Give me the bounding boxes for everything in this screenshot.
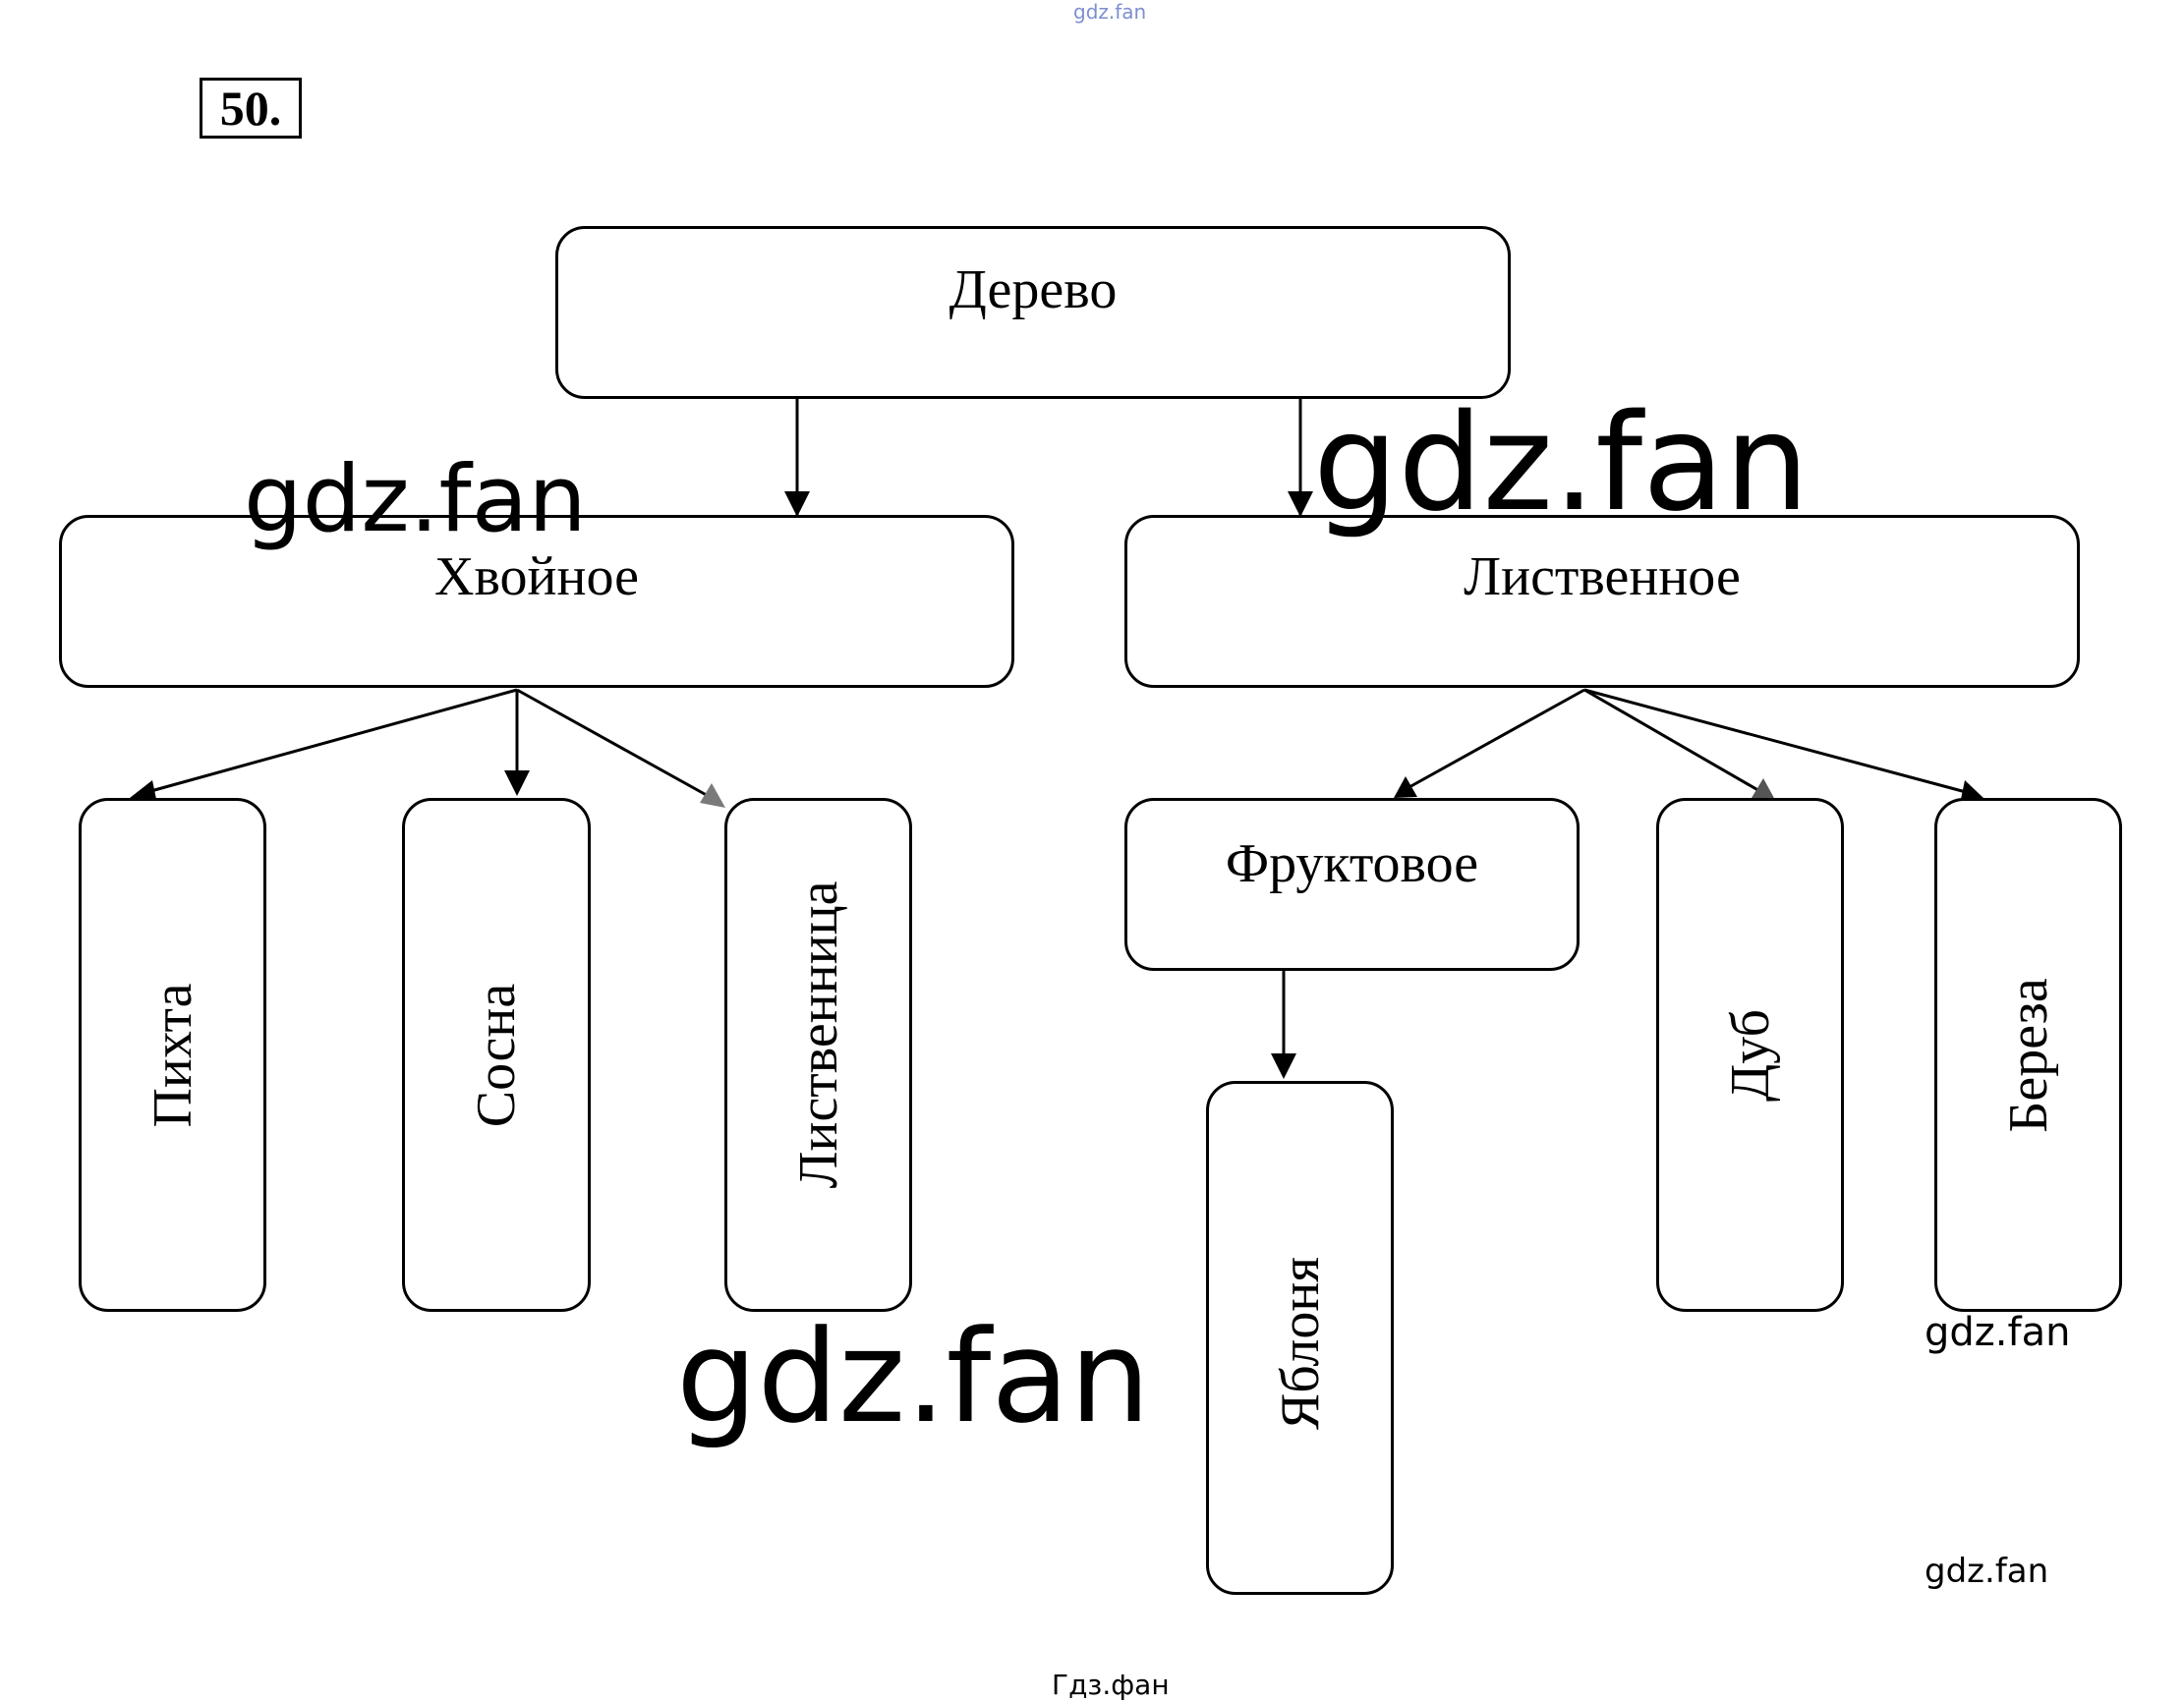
node-fir-label: Пихта — [142, 982, 203, 1128]
arrowhead-deciduous-to-fruit — [1394, 776, 1417, 798]
task-number: 50. — [200, 78, 302, 139]
arrow-deciduous-to-fruit — [1407, 688, 1585, 790]
arrow-deciduous-to-oak — [1583, 688, 1762, 794]
node-pine: Сосна — [402, 798, 591, 1312]
node-coniferous: Хвойное — [59, 515, 1014, 688]
node-fruit: Фруктовое — [1124, 798, 1580, 971]
watermark-left: gdz.fan — [244, 446, 587, 553]
node-apple: Яблоня — [1206, 1081, 1394, 1595]
node-apple-label: Яблоня — [1269, 1256, 1331, 1430]
node-coniferous-label: Хвойное — [434, 546, 639, 607]
arrowhead-fruit-to-apple — [1271, 1053, 1296, 1079]
node-oak-label: Дуб — [1719, 1008, 1781, 1102]
arrowhead-coniferous-to-larch — [700, 783, 725, 808]
watermark-small-1: gdz.fan — [1925, 1310, 2071, 1355]
arrowhead-root-to-deciduous — [1288, 491, 1313, 517]
node-root-label: Дерево — [948, 259, 1118, 320]
node-root: Дерево — [555, 226, 1511, 399]
footer-label: Гдз.фан — [1052, 1669, 1170, 1701]
node-larch-label: Лиственница — [787, 880, 849, 1189]
node-deciduous-label: Лиственное — [1464, 546, 1741, 607]
node-oak: Дуб — [1656, 798, 1844, 1312]
node-fir: Пихта — [79, 798, 266, 1312]
node-birch-label: Береза — [1997, 977, 2059, 1133]
arrow-deciduous-to-birch — [1583, 688, 1967, 794]
node-pine-label: Сосна — [466, 983, 527, 1127]
watermark-right: gdz.fan — [1313, 386, 1810, 541]
node-larch: Лиственница — [724, 798, 912, 1312]
arrow-coniferous-to-fir — [146, 688, 518, 794]
arrow-coniferous-to-larch — [516, 688, 713, 800]
watermark-top: gdz.fan — [1073, 0, 1147, 24]
node-birch: Береза — [1934, 798, 2122, 1312]
watermark-small-2: gdz.fan — [1925, 1552, 2049, 1591]
arrowhead-deciduous-to-oak — [1752, 778, 1775, 800]
node-fruit-label: Фруктовое — [1225, 833, 1479, 894]
arrowhead-root-to-coniferous — [784, 491, 810, 517]
watermark-center: gdz.fan — [676, 1302, 1151, 1451]
node-deciduous: Лиственное — [1124, 515, 2080, 688]
arrowhead-coniferous-to-pine — [504, 770, 530, 796]
